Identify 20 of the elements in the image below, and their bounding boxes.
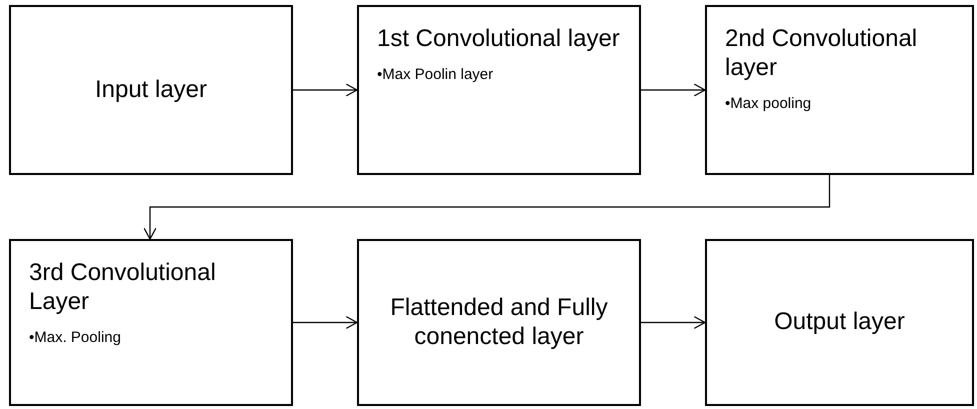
arrow bbox=[293, 83, 358, 97]
arrow bbox=[293, 316, 358, 330]
layer-box bbox=[357, 5, 641, 175]
layer-title: Input layer bbox=[94, 76, 208, 104]
layer-box bbox=[9, 239, 293, 406]
layer-box bbox=[705, 5, 974, 175]
layer-title: 2nd Convolutional layer bbox=[725, 25, 918, 83]
bullet-item: •Max. Pooling bbox=[29, 328, 121, 347]
layer-title: Flattended and Fully conencted layer bbox=[389, 294, 609, 352]
layer-box bbox=[357, 239, 641, 406]
layer-title: 3rd Convolutional Layer bbox=[29, 259, 217, 317]
arrow bbox=[641, 83, 706, 97]
bullet-item: •Max Poolin layer bbox=[377, 66, 494, 84]
arrow bbox=[641, 316, 706, 330]
arrow bbox=[143, 175, 830, 240]
layer-title: Output layer bbox=[774, 308, 905, 337]
layer-title: 1st Convolutional layer bbox=[377, 25, 620, 54]
bullet-item: •Max pooling bbox=[725, 94, 812, 113]
layer-box bbox=[705, 239, 974, 406]
layer-box bbox=[9, 5, 293, 175]
